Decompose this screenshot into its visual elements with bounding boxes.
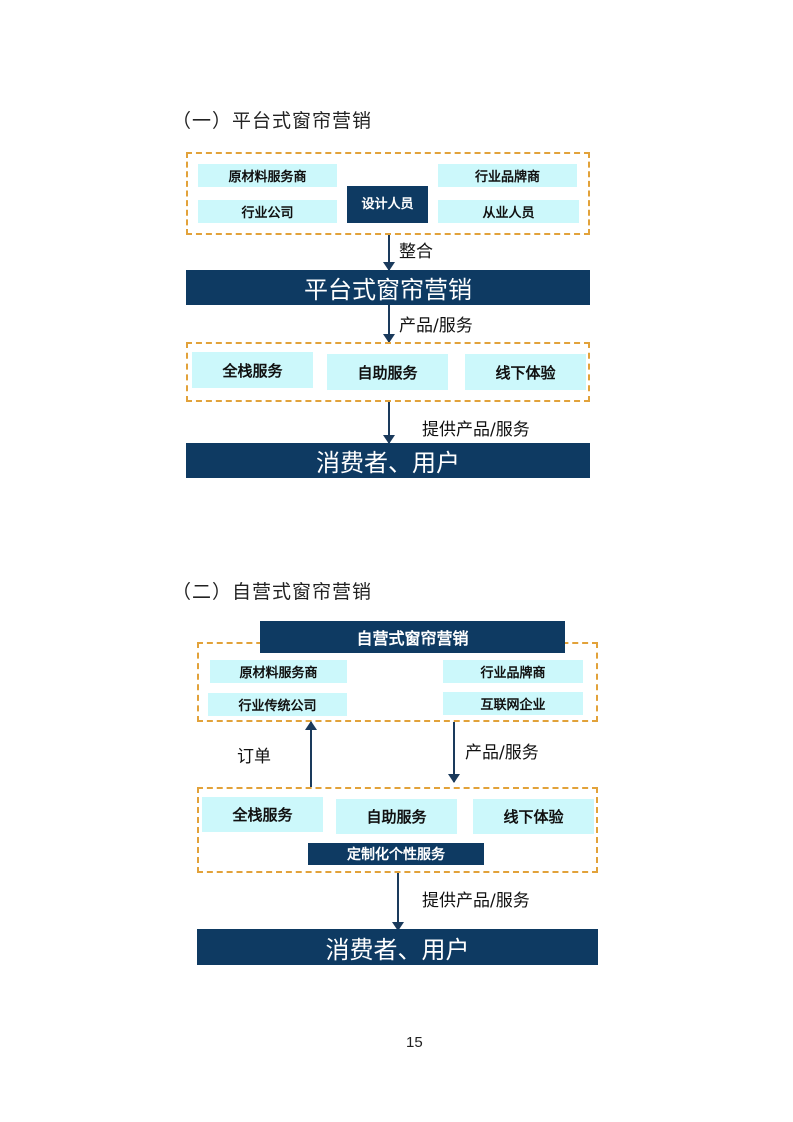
platform-participants-group xyxy=(186,152,590,235)
participant-practitioners: 从业人员 xyxy=(438,200,579,223)
integrate-label: 整合 xyxy=(399,242,433,262)
participant-internet-company: 互联网企业 xyxy=(443,692,583,715)
page-number: 15 xyxy=(406,1034,423,1051)
service-offline-experience: 线下体验 xyxy=(473,799,594,834)
consumer-user-bar: 消费者、用户 xyxy=(186,443,590,478)
selfrun-marketing-header: 自营式窗帘营销 xyxy=(260,621,565,653)
arrow-down-icon xyxy=(392,873,404,931)
participant-industry-company: 行业公司 xyxy=(198,200,337,223)
platform-services-group xyxy=(186,342,590,402)
arrow-down-icon xyxy=(383,235,395,271)
custom-personal-service: 定制化个性服务 xyxy=(308,843,484,865)
participant-traditional-company: 行业传统公司 xyxy=(208,693,347,716)
participant-raw-material-supplier: 原材料服务商 xyxy=(198,164,337,187)
participant-designer: 设计人员 xyxy=(347,186,428,223)
service-full-stack: 全栈服务 xyxy=(202,797,323,832)
service-offline-experience: 线下体验 xyxy=(465,354,586,390)
participant-raw-material-supplier: 原材料服务商 xyxy=(210,660,347,683)
arrow-down-icon xyxy=(383,402,395,444)
provide-product-service-label: 提供产品/服务 xyxy=(422,891,530,911)
arrow-down-icon xyxy=(383,305,395,343)
section2-heading: （二）自营式窗帘营销 xyxy=(172,581,373,603)
arrow-up-icon xyxy=(305,721,317,787)
product-service-label: 产品/服务 xyxy=(399,316,473,336)
participant-industry-brand: 行业品牌商 xyxy=(443,660,583,683)
order-label: 订单 xyxy=(237,747,271,767)
platform-marketing-bar: 平台式窗帘营销 xyxy=(186,270,590,305)
selfrun-services-group xyxy=(197,787,598,873)
section1-heading: （一）平台式窗帘营销 xyxy=(172,110,373,132)
arrow-down-icon xyxy=(448,722,460,783)
provide-product-service-label: 提供产品/服务 xyxy=(422,420,530,440)
service-self-service: 自助服务 xyxy=(327,354,448,390)
service-self-service: 自助服务 xyxy=(336,799,457,834)
participant-industry-brand: 行业品牌商 xyxy=(438,164,577,187)
service-full-stack: 全栈服务 xyxy=(192,352,313,388)
consumer-user-bar: 消费者、用户 xyxy=(197,929,598,965)
product-service-label: 产品/服务 xyxy=(465,743,539,763)
